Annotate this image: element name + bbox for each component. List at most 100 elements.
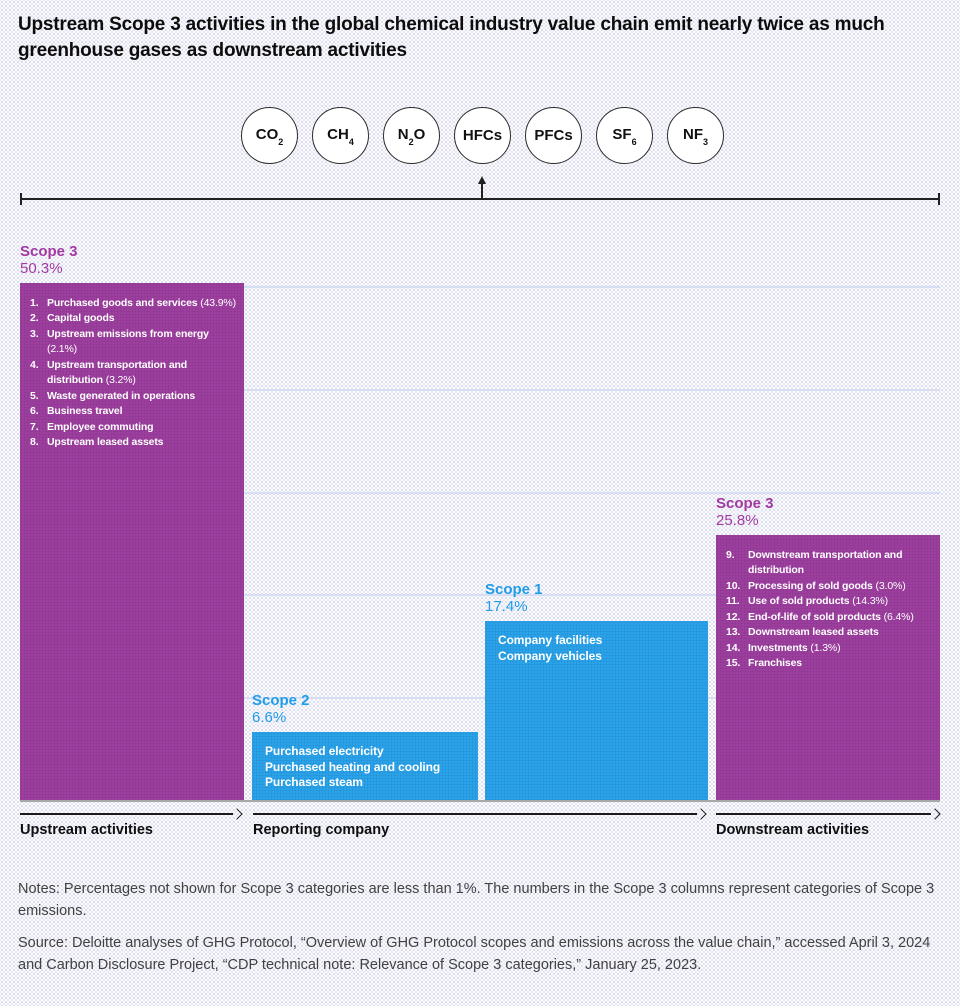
item-number: 3. <box>30 327 39 340</box>
right-arrow-icon <box>929 808 941 820</box>
gas-circle-hfcs: HFCs <box>454 107 511 164</box>
bracket-right-tick <box>938 193 940 205</box>
bar-list-item: 12. End-of-life of sold products (6.4%) <box>726 610 935 626</box>
axis-group-upstream: Upstream activities <box>20 806 243 846</box>
reporting-arrow <box>253 813 697 815</box>
scope-name: Scope 2 <box>252 692 310 710</box>
gas-circle-sf6: SF6 <box>596 107 653 164</box>
notes-text: Notes: Percentages not shown for Scope 3… <box>18 881 935 919</box>
item-percentage: (14.3%) <box>849 595 888 608</box>
scope-name: Scope 1 <box>485 581 543 599</box>
scope-name: Scope 3 <box>20 242 78 260</box>
bar-list-item: 9. Downstream transportation and distribu… <box>726 548 935 579</box>
item-percentage: (1.3%) <box>807 641 841 654</box>
item-percentage: (2.1%) <box>47 343 78 356</box>
bar-list-item: 11. Use of sold products (14.3%) <box>726 594 935 610</box>
gridline-40pct <box>20 388 940 391</box>
bar-list-item: 4.Upstream transportation and distributi… <box>30 358 239 389</box>
gas-formula: SF6 <box>612 126 637 147</box>
item-text: Business travel <box>47 405 123 418</box>
downstream-arrow <box>716 813 931 815</box>
item-number: 4. <box>30 358 39 371</box>
item-number: 13. <box>726 626 741 639</box>
item-percentage: (3.2%) <box>102 374 136 387</box>
item-text: Company facilities <box>498 633 603 648</box>
bar-list-item: 2. Capital goods <box>30 311 239 327</box>
bar-list-item: 8.Upstream leased assets <box>30 435 239 451</box>
value-chain-bracket-line <box>20 198 940 200</box>
item-number: 8. <box>30 436 39 449</box>
item-text: Use of sold products (14.3%) <box>748 595 888 608</box>
gas-formula: HFCs <box>462 127 503 144</box>
item-percentage: (43.9%) <box>197 296 236 309</box>
bar-list-item: 6. Business travel <box>30 404 239 420</box>
bar-list-item: Purchased steam <box>265 775 473 791</box>
item-text: Purchased electricity <box>265 744 384 759</box>
bar-list-item: 3. Upstream emissions from energy (2.1%) <box>30 327 239 358</box>
right-arrow-icon <box>695 808 707 820</box>
bar-list-item: 10.Processing of sold goods (3.0%) <box>726 579 935 595</box>
scope-percentage: 6.6% <box>252 709 287 727</box>
up-arrow-icon <box>477 176 486 199</box>
gas-circle-pfcs: PFCs <box>525 107 582 164</box>
item-number: 12. <box>726 610 741 623</box>
item-percentage: (6.4%) <box>880 610 914 623</box>
axis-label-upstream: Upstream activities <box>20 822 153 838</box>
gridline-10pct <box>20 697 940 700</box>
gas-circle-co2: CO2 <box>241 107 298 164</box>
bar-list-item: 15. Franchises <box>726 656 935 672</box>
axis-label-reporting: Reporting company <box>253 822 390 838</box>
item-text: Company vehicles <box>498 648 602 663</box>
item-number: 2. <box>30 312 39 325</box>
bar-scope3-upstream: 1. Purchased goods and services (43.9%) 2.… <box>20 282 244 800</box>
gridline-20pct <box>20 594 940 597</box>
item-number: 11. <box>726 595 740 608</box>
gas-formula: NF3 <box>682 126 708 147</box>
bar-list-item: Purchased heating and cooling <box>265 760 473 776</box>
bar-category-list: 1. Purchased goods and services (43.9%) 2.… <box>20 283 244 451</box>
item-text: Purchased heating and cooling <box>265 759 441 774</box>
gas-formula: PFCs <box>534 127 573 144</box>
item-percentage: (3.0%) <box>872 579 906 592</box>
item-number: 9. <box>726 548 735 561</box>
axis-group-downstream: Downstream activities <box>716 806 941 846</box>
bar-list-item: 7.Employee commuting <box>30 420 239 436</box>
bar-list-item: Company facilities <box>498 633 703 649</box>
bar-list-item: 5.Waste generated in operations <box>30 389 239 405</box>
bracket-left-tick <box>20 193 22 205</box>
item-text: Purchased goods and services (43.9%) <box>47 296 236 309</box>
item-number: 6. <box>30 405 39 418</box>
right-arrow-icon <box>231 808 243 820</box>
bar-list-item: 14. Investments (1.3%) <box>726 641 935 657</box>
item-text: Franchises <box>748 657 802 670</box>
item-text: Downstream transportation and distributi… <box>748 548 903 577</box>
gas-circle-ch4: CH4 <box>312 107 369 164</box>
item-text: Upstream emissions from energy (2.1%) <box>47 327 209 356</box>
scope-percentage: 17.4% <box>485 598 528 616</box>
item-text: Capital goods <box>47 312 115 325</box>
item-text: Investments (1.3%) <box>748 641 841 654</box>
bar-scope3-downstream: 9. Downstream transportation and distribu… <box>716 534 940 800</box>
item-text: End-of-life of sold products (6.4%) <box>748 610 914 623</box>
item-text: Purchased steam <box>265 775 363 790</box>
gas-formula: N2O <box>397 126 426 147</box>
item-number: 14. <box>726 641 741 654</box>
item-number: 7. <box>30 420 39 433</box>
bar-list-item: Purchased electricity <box>265 744 473 760</box>
gridline-30pct <box>20 491 940 494</box>
item-number: 15. <box>726 657 741 670</box>
scope-percentage: 50.3% <box>20 259 63 277</box>
item-number: 1. <box>30 296 39 309</box>
gas-circle-nf3: NF3 <box>667 107 724 164</box>
bar-list-item: 1. Purchased goods and services (43.9%) <box>30 296 239 312</box>
chart-baseline <box>20 800 940 802</box>
